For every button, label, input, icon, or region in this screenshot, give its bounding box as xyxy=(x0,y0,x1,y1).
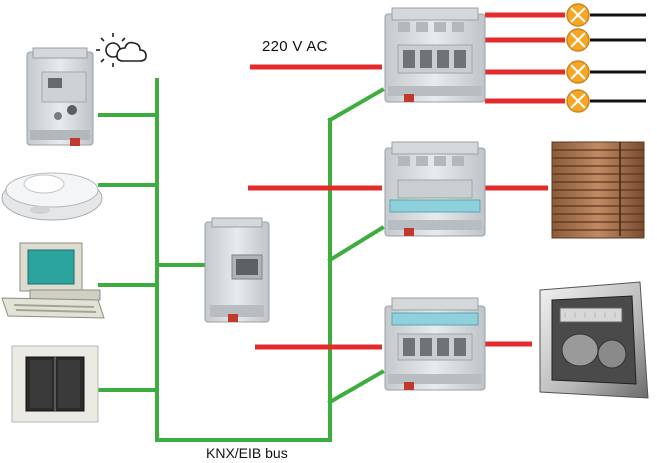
bus-to-switch-actuator xyxy=(327,87,385,123)
light-sensor xyxy=(26,47,94,146)
bus-lines xyxy=(98,78,385,442)
wall-switch-icon xyxy=(11,345,99,423)
blinds-icon xyxy=(551,141,645,239)
bus-to-blind-actuator xyxy=(327,225,385,263)
sun-cloud-icon xyxy=(96,33,147,67)
bus-to-hvac-actuator xyxy=(327,369,385,405)
lamp-icon xyxy=(566,3,646,27)
mains-label: 220 V AC xyxy=(262,38,328,55)
switch-actuator xyxy=(384,7,486,103)
presence-detector xyxy=(1,172,103,221)
computer-icon xyxy=(1,242,105,319)
lamps xyxy=(566,3,646,113)
power-lines xyxy=(248,12,565,350)
blind-actuator xyxy=(384,141,486,237)
bus-coupler xyxy=(204,217,270,323)
hvac-actuator xyxy=(384,297,486,391)
lamp-icon xyxy=(566,28,646,52)
bus-label: KNX/EIB bus xyxy=(206,445,288,461)
fan-coil-icon xyxy=(539,281,649,399)
lamp-icon xyxy=(566,89,646,113)
lamp-icon xyxy=(566,60,646,84)
